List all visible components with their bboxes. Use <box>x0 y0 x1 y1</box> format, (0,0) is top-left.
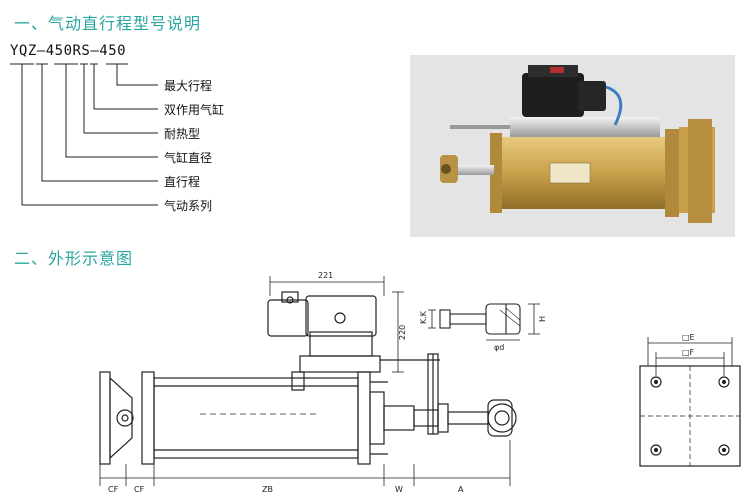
dim-h: H <box>538 316 547 322</box>
part-straight-stroke: 直行程 <box>164 175 201 189</box>
section-1-title: 一、气动直行程型号说明 <box>14 14 202 33</box>
part-double-acting-cylinder: 双作用气缸 <box>164 103 225 117</box>
dim-cf-right: CF <box>134 485 145 494</box>
dim-w: W <box>395 485 403 494</box>
model-code: YQZ–450RS–450 <box>10 43 127 59</box>
section-2-title: 二、外形示意图 <box>14 249 134 268</box>
rod-end-detail <box>428 303 540 341</box>
dim-220: 220 <box>398 325 407 340</box>
flange-front-view <box>639 337 741 467</box>
dim-zb: ZB <box>262 485 273 494</box>
part-max-stroke: 最大行程 <box>164 79 213 93</box>
part-heat-resistant: 耐热型 <box>164 127 201 141</box>
dim-f: □F <box>682 348 695 357</box>
part-cylinder-diameter: 气缸直径 <box>164 151 213 165</box>
dim-kk: K.K <box>419 310 428 324</box>
dim-phi-d: φd <box>494 343 504 352</box>
dim-221: 221 <box>318 271 333 280</box>
dim-e: □E <box>682 333 695 342</box>
dim-a: A <box>458 485 464 494</box>
part-pneumatic-series: 气动系列 <box>164 199 213 213</box>
product-photo <box>410 55 735 237</box>
dim-cf-left: CF <box>108 485 119 494</box>
